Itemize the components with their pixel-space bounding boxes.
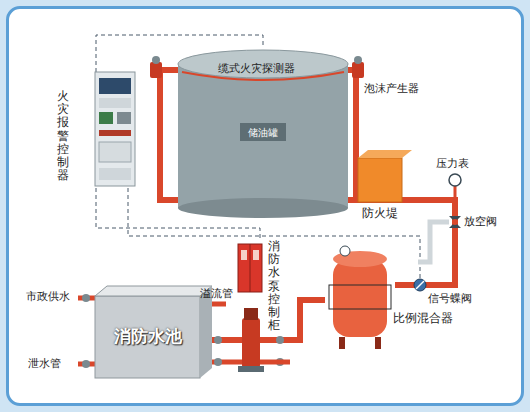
alarm-controller: 火灾报警控制器 xyxy=(55,72,137,188)
node-shape xyxy=(325,245,395,350)
valve xyxy=(214,358,222,366)
part-label: 信号蝶阀 xyxy=(428,292,472,305)
node-text: 储油罐 xyxy=(248,127,278,139)
pump-control-cabinet: 消防水泵控制柜 xyxy=(236,238,284,334)
part-label: 压力表 xyxy=(436,157,469,170)
part-label: 溢流管 xyxy=(200,287,233,300)
pump-pipe xyxy=(260,360,290,365)
vent-valve xyxy=(449,216,461,228)
fire-dike: 防火堤 xyxy=(358,158,402,222)
valve xyxy=(214,336,222,344)
node-text: 比例混合器 xyxy=(393,311,453,325)
drain-branch xyxy=(418,222,449,262)
proportional-mixer: 比例混合器 xyxy=(325,245,395,350)
fire-water-pool: 消防水池 xyxy=(95,286,200,378)
part-label: 泡沫产生器 xyxy=(364,82,419,95)
node-text: 火灾报警控制器 xyxy=(57,90,69,182)
butterfly-valve xyxy=(414,279,426,291)
pressure-gauge xyxy=(449,174,461,186)
part-label: 泄水管 xyxy=(28,357,61,370)
foam-generator xyxy=(150,56,162,78)
part-label: 放空阀 xyxy=(464,215,497,228)
node-text: 消防水池 xyxy=(114,326,182,346)
gauge-stub xyxy=(454,186,457,200)
valve xyxy=(82,294,90,302)
connector-line xyxy=(200,300,325,340)
valve xyxy=(82,360,90,368)
node-text: 防火堤 xyxy=(362,206,398,220)
foam-pipe xyxy=(348,70,356,200)
water-pipe xyxy=(200,300,325,340)
foam-generator xyxy=(352,56,364,78)
node-text: 消防水泵控制柜 xyxy=(268,240,280,332)
part-label: 市政供水 xyxy=(26,290,70,303)
node-shape xyxy=(358,158,402,202)
part-label: 缆式火灾探测器 xyxy=(218,62,295,75)
